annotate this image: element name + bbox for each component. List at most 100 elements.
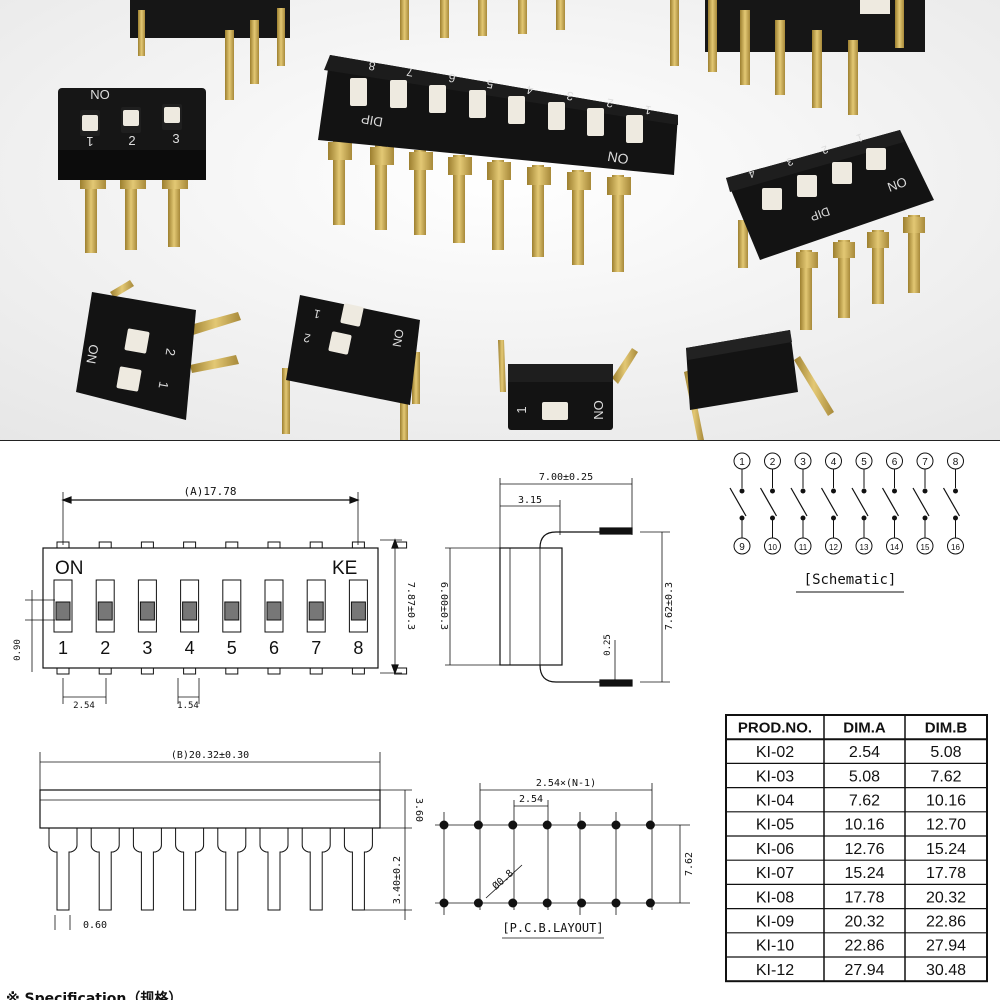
schematic-contact bbox=[770, 488, 775, 494]
pcb-hole bbox=[439, 898, 449, 908]
schematic-contact bbox=[922, 515, 928, 521]
pcb-caption: [P.C.B.LAYOUT] bbox=[502, 921, 603, 935]
dip-switch-partial-middle bbox=[400, 0, 565, 40]
dip1-number-1: 1 bbox=[514, 406, 529, 413]
schematic-switch-blade bbox=[729, 487, 747, 517]
pcb-hole bbox=[611, 820, 621, 830]
schematic-switch-blade bbox=[942, 487, 961, 517]
position-number-5: 5 bbox=[227, 638, 237, 658]
schematic-pin-3: 3 bbox=[800, 457, 806, 468]
switch-slot bbox=[137, 579, 157, 633]
table-cell: 12.76 bbox=[844, 841, 884, 858]
dip-switch-3-position: ON 1 2 3 bbox=[58, 87, 206, 253]
table-cell: KI-12 bbox=[756, 962, 794, 979]
specification-bar: ※ Specification（规格） bbox=[0, 985, 1000, 1000]
height-dim-label: 7.87±0.3 bbox=[405, 582, 416, 630]
dip-switch-1-position: 1 ON bbox=[498, 340, 638, 430]
pcb-hole bbox=[473, 898, 483, 908]
front-view bbox=[39, 752, 412, 930]
position-number-2: 2 bbox=[100, 638, 110, 658]
schematic-pin-11: 11 bbox=[799, 543, 808, 552]
dip2b-number-2: 2 bbox=[302, 330, 312, 345]
front-pin bbox=[343, 828, 373, 911]
dip3-on-label: ON bbox=[90, 87, 110, 102]
schematic-pin-7: 7 bbox=[922, 457, 928, 468]
specification-title: ※ Specification（规格） bbox=[6, 991, 183, 1000]
table-cell: 10.16 bbox=[926, 793, 966, 810]
schematic-pin-1: 1 bbox=[739, 457, 745, 468]
switch-slider bbox=[308, 601, 324, 621]
side-width-dim-label: 7.00±0.25 bbox=[539, 472, 593, 483]
schematic-pin-15: 15 bbox=[921, 543, 930, 552]
table-cell: KI-05 bbox=[756, 817, 794, 834]
schematic-pin-10: 10 bbox=[768, 543, 777, 552]
table-header-cell: DIM.B bbox=[925, 719, 968, 736]
table-cell: 12.70 bbox=[926, 817, 966, 834]
table-cell: KI-03 bbox=[756, 768, 794, 785]
schematic-switch-blade bbox=[851, 487, 869, 517]
top-tooth bbox=[183, 541, 197, 549]
pcb-hole bbox=[645, 820, 655, 830]
position-number-7: 7 bbox=[311, 638, 321, 658]
dip8-number-2: 2 bbox=[605, 95, 614, 110]
product-photo: ON 1 2 3 D bbox=[0, 0, 1000, 454]
top-tooth bbox=[56, 541, 70, 549]
position-number-1: 1 bbox=[58, 638, 68, 658]
front-pin bbox=[301, 828, 331, 911]
schematic-pin-circle-10 bbox=[764, 537, 781, 555]
table-cell: 5.08 bbox=[930, 744, 961, 761]
dip1-on-label: ON bbox=[591, 400, 606, 420]
front-pin-length-dim-label: 3.40±0.2 bbox=[392, 856, 403, 904]
position-number-4: 4 bbox=[185, 638, 195, 658]
side-body-dim-label: 6.00±0.3 bbox=[438, 582, 449, 630]
slider-dim-label: 0.90 bbox=[13, 639, 23, 661]
switch-slot bbox=[53, 579, 73, 633]
schematic-contact bbox=[922, 488, 928, 494]
dip2a-number-2: 2 bbox=[162, 347, 178, 357]
table-cell: 15.24 bbox=[844, 865, 884, 882]
switch-slider bbox=[224, 601, 240, 621]
table-cell: 30.48 bbox=[926, 962, 966, 979]
table-cell: 22.86 bbox=[926, 914, 966, 931]
bottom-tooth bbox=[140, 667, 154, 675]
schematic-caption: [Schematic] bbox=[804, 572, 897, 588]
schematic-contact bbox=[831, 488, 836, 494]
pcb-hole bbox=[611, 898, 621, 908]
pcb-hole bbox=[645, 898, 655, 908]
schematic-contact bbox=[953, 515, 958, 521]
pcb-hole bbox=[508, 820, 518, 830]
front-pin bbox=[48, 828, 78, 911]
side-span-dim-label: 7.62±0.3 bbox=[664, 582, 675, 630]
bottom-tooth bbox=[225, 667, 239, 675]
schematic-pin-circle-13 bbox=[855, 537, 873, 555]
switch-slider bbox=[182, 601, 198, 621]
dip-switch-partial-right bbox=[670, 0, 925, 115]
table-cell: 15.24 bbox=[926, 841, 966, 858]
dip-switch-4-position: DIP ON 4 3 2 1 bbox=[726, 130, 934, 330]
schematic-contact bbox=[861, 515, 867, 521]
schematic-pin-6: 6 bbox=[892, 457, 898, 468]
schematic-pin-13: 13 bbox=[860, 543, 869, 552]
schematic-switch-blade bbox=[759, 487, 778, 517]
schematic-contact bbox=[892, 515, 897, 521]
pcb-span-dim-label: 2.54×(N-1) bbox=[536, 778, 596, 789]
schematic-pin-4: 4 bbox=[831, 457, 837, 468]
dip2b-on-label: ON bbox=[390, 328, 407, 348]
front-pin bbox=[217, 828, 247, 911]
top-view bbox=[25, 492, 408, 704]
schematic-switch-blade bbox=[790, 487, 808, 517]
slot-dim-label: 1.54 bbox=[177, 701, 199, 711]
schematic-pin-circle-12 bbox=[825, 537, 842, 555]
switch-slot bbox=[306, 579, 326, 633]
side-offset-dim-label: 3.15 bbox=[518, 495, 542, 506]
switch-slider bbox=[266, 601, 282, 621]
dip2a-on-label: ON bbox=[83, 343, 101, 365]
schematic-contact bbox=[800, 515, 806, 521]
dip8-number-3: 3 bbox=[565, 88, 574, 103]
side-view bbox=[445, 478, 670, 687]
bottom-tooth bbox=[309, 667, 323, 675]
dip8-number-5: 5 bbox=[485, 76, 494, 91]
bottom-tooth bbox=[267, 667, 281, 675]
